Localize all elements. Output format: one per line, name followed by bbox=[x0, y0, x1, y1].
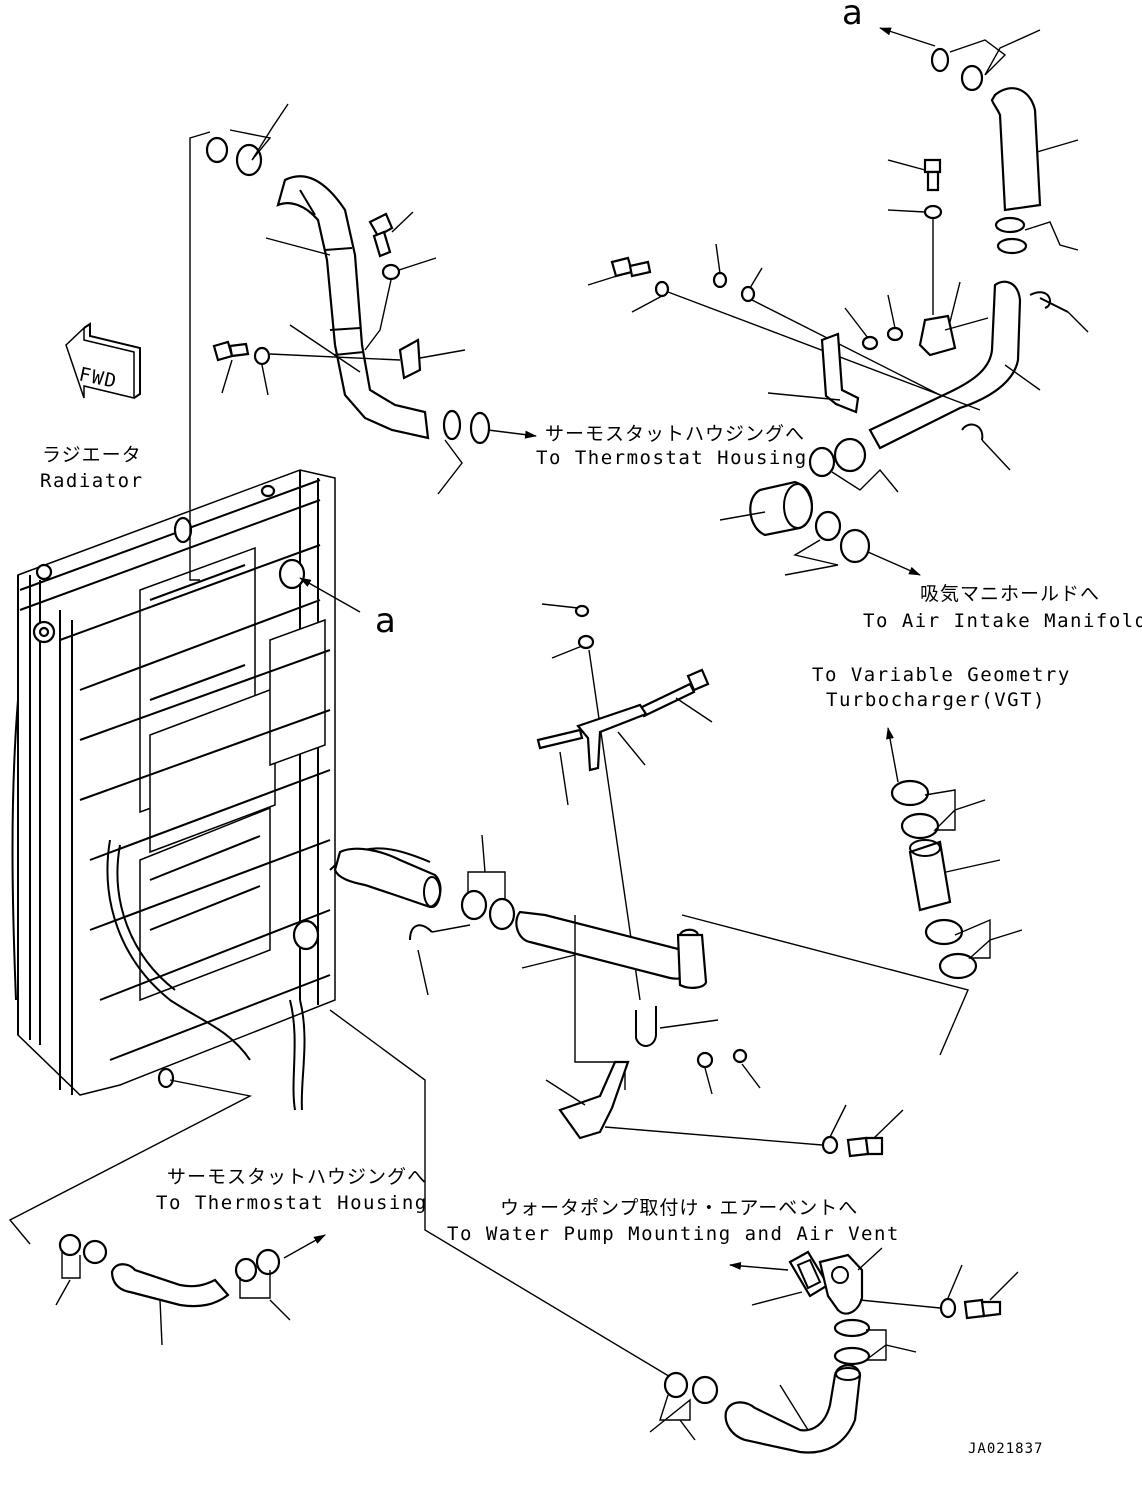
bolt-icon bbox=[963, 1298, 1002, 1320]
hose-clamp-icon bbox=[205, 136, 263, 177]
bolt-icon bbox=[368, 212, 394, 258]
bracket-icon bbox=[918, 314, 957, 357]
reference-a-top: a bbox=[842, 0, 863, 33]
intake-pipe-group bbox=[587, 27, 1089, 576]
flange-icon bbox=[818, 1253, 864, 1315]
bolt-icon bbox=[923, 158, 942, 192]
vgt-hose-group bbox=[886, 727, 1023, 980]
clip-icon bbox=[398, 338, 422, 380]
nut-icon bbox=[732, 1048, 748, 1064]
fwd-arrow-icon: FWD bbox=[65, 322, 141, 399]
washer-icon bbox=[821, 1135, 839, 1155]
air-intake-en: To Air Intake Manifold bbox=[863, 610, 1142, 632]
bolt-icon bbox=[610, 256, 652, 278]
nut-icon bbox=[577, 634, 595, 650]
pin-icon bbox=[536, 728, 584, 750]
bolt-icon bbox=[638, 668, 710, 718]
water-pump-hose-group bbox=[329, 1009, 1019, 1454]
nut-icon bbox=[574, 604, 590, 618]
turbo-pipe-group bbox=[333, 603, 969, 1158]
thermostat-bottom-en: To Thermostat Housing bbox=[156, 1192, 428, 1214]
nut-icon bbox=[712, 271, 728, 289]
drawing-code: JA021837 bbox=[968, 1441, 1043, 1457]
hose-pipe-icon bbox=[724, 1364, 862, 1454]
upper-hose-group bbox=[189, 103, 537, 581]
washer-icon bbox=[923, 204, 943, 220]
water-pump-en: To Water Pump Mounting and Air Vent bbox=[447, 1223, 900, 1245]
washer-icon bbox=[253, 346, 271, 366]
nut-icon bbox=[886, 326, 904, 342]
radiator-assembly bbox=[11, 469, 431, 1111]
hose-pipe-icon bbox=[515, 910, 703, 980]
washer-icon bbox=[381, 263, 401, 281]
nut-icon bbox=[696, 1051, 714, 1069]
nut-icon bbox=[861, 335, 879, 351]
hose-pipe-icon bbox=[868, 280, 1022, 450]
hose-pipe-icon bbox=[276, 175, 430, 440]
thermostat-bottom-jp: サーモスタットハウジングへ bbox=[167, 1166, 427, 1188]
washer-icon bbox=[939, 1297, 957, 1319]
nut-icon bbox=[740, 285, 756, 303]
bolt-icon bbox=[212, 340, 250, 362]
washer-icon bbox=[654, 280, 670, 298]
bolt-icon bbox=[846, 1136, 884, 1158]
radiator-label-jp: ラジエータ bbox=[42, 444, 142, 466]
bracket-icon bbox=[558, 1060, 630, 1140]
vgt-line1: To Variable Geometry bbox=[812, 664, 1071, 686]
vgt-line2: Turbocharger(VGT) bbox=[826, 689, 1046, 711]
radiator-label-en: Radiator bbox=[40, 470, 144, 492]
sleeve-icon bbox=[908, 840, 952, 912]
thermostat-top-en: To Thermostat Housing bbox=[536, 447, 808, 469]
hose-pipe-icon bbox=[110, 1263, 230, 1308]
thermostat-top-jp: サーモスタットハウジングへ bbox=[545, 423, 805, 445]
water-pump-jp: ウォータポンプ取付け・エアーベントへ bbox=[500, 1197, 858, 1219]
air-intake-jp: 吸気マニホールドへ bbox=[920, 583, 1100, 605]
bracket-icon bbox=[820, 332, 860, 414]
reference-a-radiator: a bbox=[375, 601, 396, 641]
lower-left-hose-group bbox=[8, 1079, 326, 1346]
bracket-icon bbox=[576, 703, 648, 772]
hose-pipe-icon bbox=[990, 87, 1042, 212]
